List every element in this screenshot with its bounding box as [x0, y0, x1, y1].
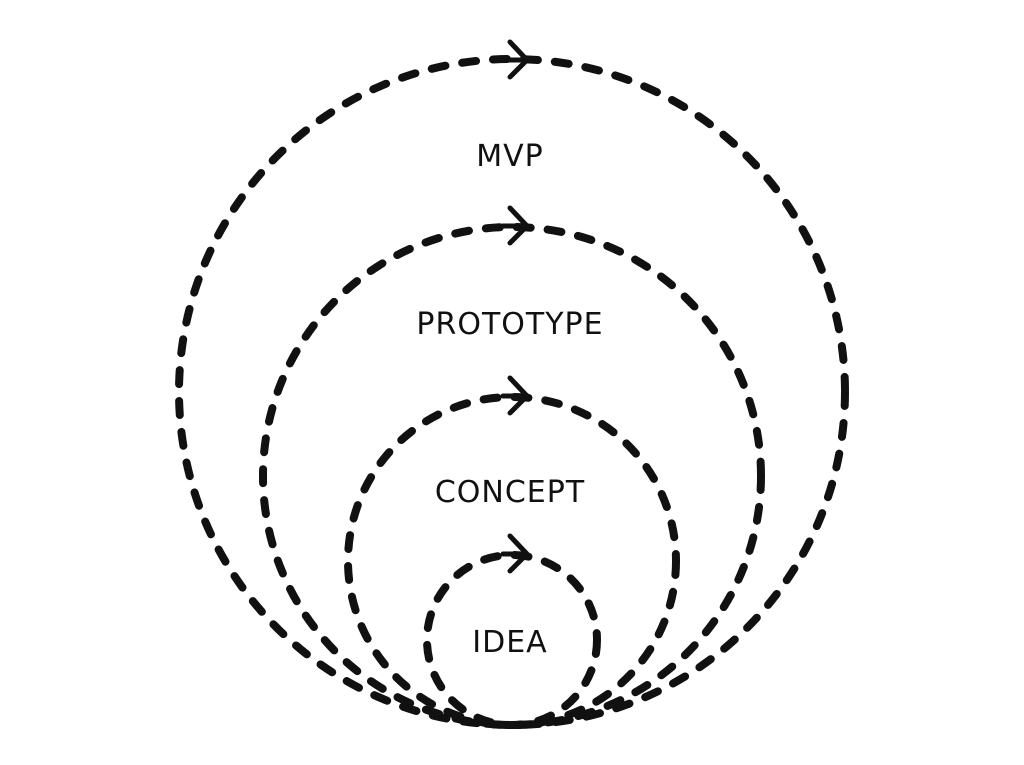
- concept-label: CONCEPT: [435, 475, 585, 510]
- idea-label: IDEA: [472, 625, 547, 660]
- stage-mvp: MVP: [175, 39, 849, 729]
- prototype-ring: [259, 223, 765, 729]
- stage-idea: IDEA: [423, 533, 601, 729]
- stage-prototype: PROTOTYPE: [259, 205, 765, 729]
- prototype-label: PROTOTYPE: [416, 307, 603, 342]
- concept-ring: [344, 393, 680, 729]
- arrow-right-icon: [500, 39, 530, 80]
- mvp-ring: [175, 55, 849, 729]
- mvp-label: MVP: [476, 139, 544, 174]
- arrow-right-icon: [500, 375, 530, 416]
- arrow-right-icon: [500, 205, 530, 246]
- arrow-right-icon: [500, 533, 530, 574]
